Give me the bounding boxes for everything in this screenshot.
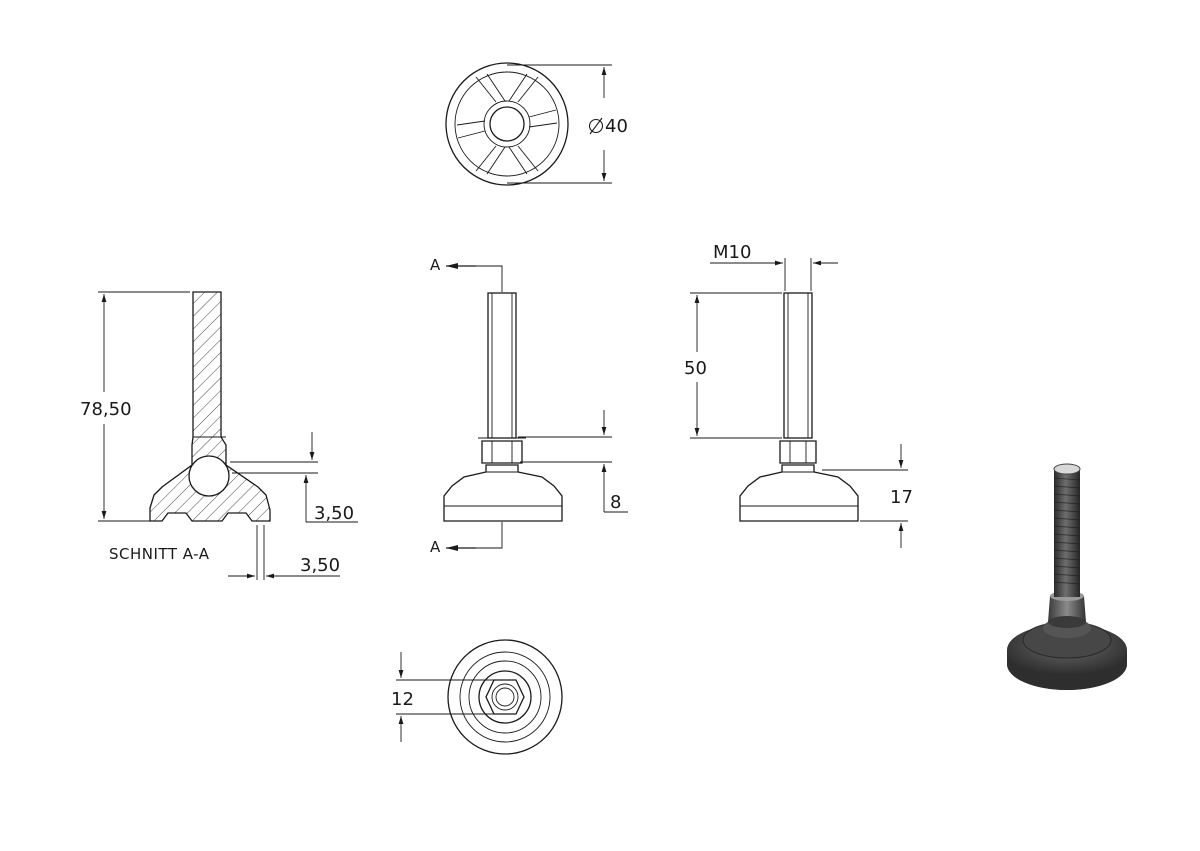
top-view: 40: [445, 62, 628, 186]
bottom-view: 12: [391, 639, 563, 755]
leveling-foot-render: [1007, 463, 1127, 690]
section-label: SCHNITT A-A: [109, 545, 210, 563]
section-marker-bottom: A: [430, 538, 441, 556]
section-marker-top: A: [430, 256, 441, 274]
dim-thread: M10: [713, 242, 751, 263]
dim-hex-width: 12: [391, 689, 414, 710]
diameter-symbol-icon: [588, 117, 604, 135]
front-view: A A 8: [430, 256, 628, 556]
dim-base-offset: 3,50: [300, 555, 340, 576]
section-view: 78,50 3,50 3,50 SCHNITT A-A: [80, 291, 358, 580]
dim-gap-small: 3,50: [314, 503, 354, 524]
side-view: M10 50 17: [684, 242, 913, 548]
dim-foot-height: 17: [890, 487, 913, 508]
dim-nut-height: 8: [610, 492, 621, 513]
dim-thread-length: 50: [684, 358, 707, 379]
dim-height-total: 78,50: [80, 399, 132, 420]
dim-diameter: 40: [605, 116, 628, 137]
